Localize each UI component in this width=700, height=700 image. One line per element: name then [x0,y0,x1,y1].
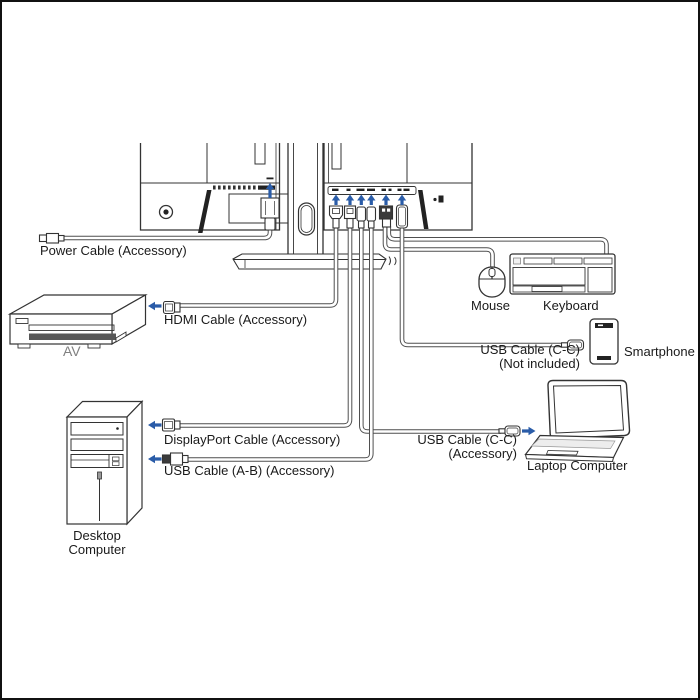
displayport-plug [343,205,357,229]
laptop-touchpad [545,450,579,456]
usb-b-plug [366,206,377,229]
desktop-label-line2: Computer [68,542,126,557]
usb-cc-phone-label-line2: (Not included) [499,356,580,371]
right-arrow-icon [522,426,536,436]
displayport-cable [173,224,353,428]
laptop-screen [552,384,625,434]
usb-cc-laptop-end-plug [498,425,521,437]
vesa-screw-hole [158,204,174,220]
hdmi-plug [328,205,344,229]
laptop-keyboard [530,438,616,449]
usb-cc-laptop-label: USB Cable (C-C) (Accessory) [382,433,517,461]
up-arrow-icon [345,194,355,205]
usb-cc-phone-cable [399,226,563,348]
laptop-device [524,379,631,463]
power-cable [63,224,273,241]
usb-cc-phone-label: USB Cable (C-C) (Not included) [442,343,580,371]
monitor-hinge-tab [331,143,342,170]
up-arrow-icon [397,194,407,205]
av-tray-slot [28,324,115,331]
cable-hole [297,202,316,236]
left-arrow-icon [148,454,162,464]
usb-c-plug [356,206,367,229]
kensington-lock-icon [433,195,444,203]
av-front-vent [29,333,116,340]
bezel-vent-slash [418,190,429,229]
up-arrow-icon [357,194,366,205]
scroll-wheel [488,268,496,277]
usb-cc-phone-label-line1: USB Cable (C-C) [480,342,580,357]
desktop-label-line1: Desktop [73,528,121,543]
up-arrow-icon [381,194,391,205]
spacebar [531,286,563,292]
power-cable-label: Power Cable (Accessory) [40,243,187,258]
up-arrow-icon [331,194,341,205]
usb-cc-phone-end-plug [560,339,585,351]
bezel-vent-slash [198,190,212,233]
usb-c-charge-plug [395,204,409,229]
usb-ab-cable-label: USB Cable (A-B) (Accessory) [164,463,335,478]
desktop-computer [65,400,144,526]
av-label: AV [63,343,81,359]
monitor-left-panel [139,143,281,231]
av-player [7,293,148,349]
smartphone-label: Smartphone [624,344,695,359]
hdmi-cable-label: HDMI Cable (Accessory) [164,312,308,327]
keyboard-cable [386,226,609,255]
drive-bay [70,422,124,436]
usb-cc-laptop-cable [359,224,501,434]
desktop-label: Desktop Computer [57,529,137,557]
stand-column [287,143,324,256]
usb-cc-laptop-label-line1: USB Cable (C-C) [417,432,517,447]
mouse-cable [382,226,495,268]
drive-bay [70,438,124,451]
up-arrow-icon [367,194,376,205]
mouse-label: Mouse [471,298,511,313]
power-port-recess [228,193,289,224]
port-strip [327,186,417,195]
monitor-back-illustration [139,143,473,270]
monitor-plugs [260,177,409,231]
laptop-label: Laptop Computer [527,458,628,473]
mouse-device [478,266,506,298]
av-power-button [15,318,29,324]
displayport-end-plug [161,418,181,432]
displayport-cable-label: DisplayPort Cable (Accessory) [164,432,341,447]
usb-a-plug [378,205,394,228]
usb-ab-end-plug [161,452,189,466]
power-cable-end-plug [38,232,65,244]
up-arrow-icon [265,183,275,198]
keyboard-label: Keyboard [543,298,599,313]
left-arrow-icon [148,301,162,311]
port-labels [332,188,410,191]
cables [63,224,609,462]
cable-end-plugs [38,232,585,466]
power-plug [260,177,280,231]
keyboard-device [509,253,616,295]
usb-ab-cable [170,224,374,462]
hdmi-cable [178,224,339,308]
hdmi-end-plug [162,300,181,315]
up-arrow-icons [265,183,407,205]
monitor-hinge-tab [254,143,266,165]
smartphone-device [589,318,619,365]
usb-cc-laptop-label-line2: (Accessory) [448,446,517,461]
left-arrow-icon [148,420,162,430]
